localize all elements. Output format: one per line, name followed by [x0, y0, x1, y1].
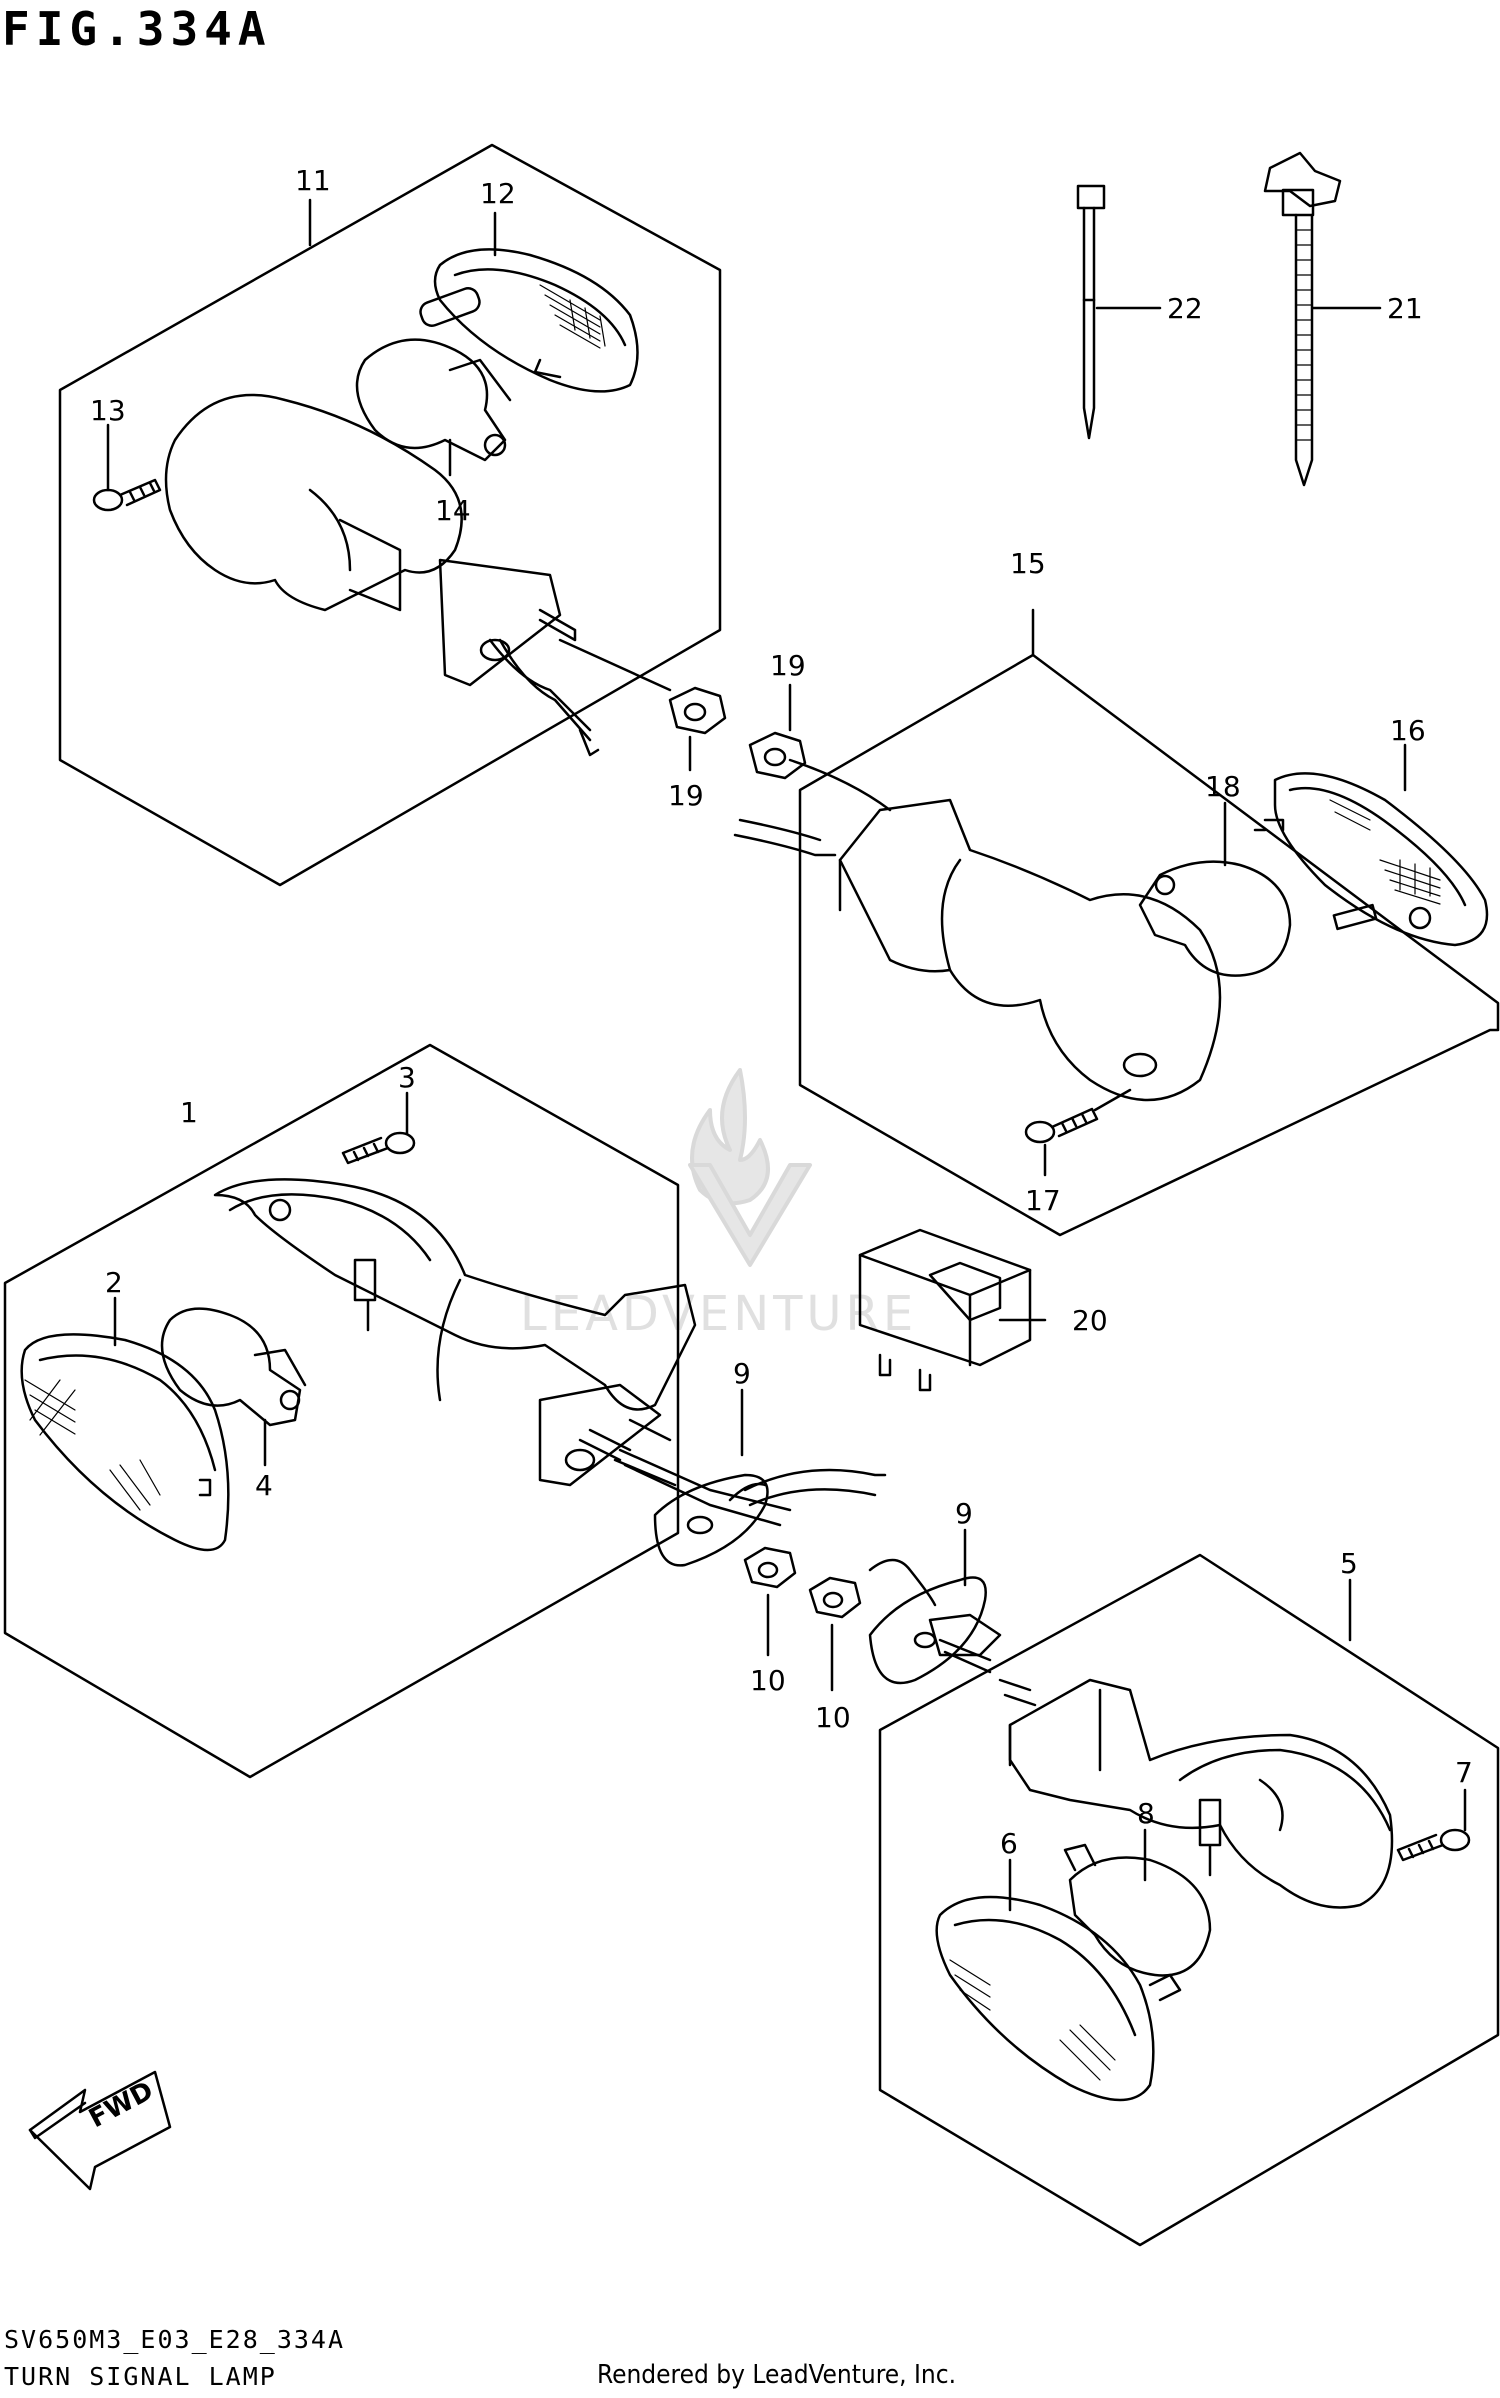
grommet-9-right — [868, 1528, 1002, 1685]
nut-10-right — [808, 1576, 862, 1692]
grommet-9-left — [653, 1388, 887, 1567]
nut-10-left — [743, 1546, 797, 1657]
wire-11 — [488, 638, 592, 742]
callout-10b: 10 — [815, 1701, 851, 1734]
wire-15 — [733, 818, 837, 857]
callout-4: 4 — [255, 1469, 273, 1502]
assembly-1-rear-turn-signal — [3, 1043, 792, 1779]
figure-caption: TURN SIGNAL LAMP — [4, 2362, 277, 2391]
callout-2: 2 — [105, 1266, 123, 1299]
callout-17: 17 — [1025, 1184, 1061, 1217]
assembly-15-front-turn-signal — [733, 608, 1500, 1237]
callout-6: 6 — [1000, 1827, 1018, 1860]
assembly-5-rear-turn-signal — [878, 1553, 1500, 2247]
rendered-by-credit: Rendered by LeadVenture, Inc. — [597, 2360, 957, 2390]
housing-5 — [1008, 1678, 1394, 1909]
callout-13: 13 — [90, 394, 126, 427]
housing-11 — [164, 393, 463, 612]
screw-3 — [341, 1091, 416, 1165]
callout-9b: 9 — [955, 1497, 973, 1530]
cable-tie-21 — [1263, 151, 1382, 487]
callout-5: 5 — [1340, 1547, 1358, 1580]
callout-labels: 1 2 3 4 5 6 7 8 9 9 10 10 11 12 13 14 15… — [90, 164, 1473, 1860]
cable-tie-22 — [1076, 184, 1162, 440]
bulb-18 — [1138, 801, 1292, 977]
assembly-15-box — [798, 653, 1500, 1237]
callout-1: 1 — [180, 1096, 198, 1129]
screw-17 — [1024, 1088, 1132, 1177]
mount-base-1 — [538, 1383, 662, 1487]
callout-18: 18 — [1205, 770, 1241, 803]
lens-6 — [935, 1858, 1182, 2102]
bulb-14 — [355, 338, 512, 462]
nut-19-left — [668, 686, 727, 772]
callout-8: 8 — [1137, 1797, 1155, 1830]
callout-9a: 9 — [733, 1357, 751, 1390]
bulb-8 — [1063, 1828, 1212, 1977]
callout-11: 11 — [295, 164, 331, 197]
housing-1 — [213, 1178, 697, 1411]
assembly-1-box — [3, 1043, 680, 1779]
lens-12 — [419, 248, 639, 393]
fwd-arrow[interactable]: FWD — [28, 2070, 172, 2191]
wire-1 — [618, 1448, 792, 1527]
callout-16: 16 — [1390, 714, 1426, 747]
screw-7 — [1396, 1788, 1471, 1862]
bulb-4 — [160, 1307, 307, 1467]
callout-22: 22 — [1167, 292, 1203, 325]
callout-19b: 19 — [668, 779, 704, 812]
lens-16 — [1253, 743, 1489, 947]
watermark-text: LEADVENTURE — [520, 1286, 917, 1342]
callout-10a: 10 — [750, 1664, 786, 1697]
lens-2 — [20, 1296, 230, 1552]
callout-19a: 19 — [770, 649, 806, 682]
callout-7: 7 — [1455, 1756, 1473, 1789]
wire-5 — [938, 1638, 992, 1674]
callout-14: 14 — [435, 494, 471, 527]
relay-20 — [858, 1228, 1047, 1392]
assembly-11-front-turn-signal — [58, 143, 722, 887]
assembly-5-box — [878, 1553, 1500, 2247]
mount-base-11 — [438, 558, 562, 687]
callout-21: 21 — [1387, 292, 1423, 325]
nut-19-right — [748, 683, 807, 780]
screw-13 — [92, 478, 162, 512]
leadventure-watermark: LEADVENTURE — [520, 1068, 917, 1342]
figure-title: FIG.334A — [2, 2, 272, 56]
housing-15 — [838, 798, 1222, 1102]
callout-3: 3 — [398, 1061, 416, 1094]
assembly-11-box — [58, 143, 722, 887]
callout-15: 15 — [1010, 547, 1046, 580]
callout-20: 20 — [1072, 1304, 1108, 1337]
figure-code: SV650M3_E03_E28_334A — [4, 2325, 346, 2354]
callout-12: 12 — [480, 177, 516, 210]
